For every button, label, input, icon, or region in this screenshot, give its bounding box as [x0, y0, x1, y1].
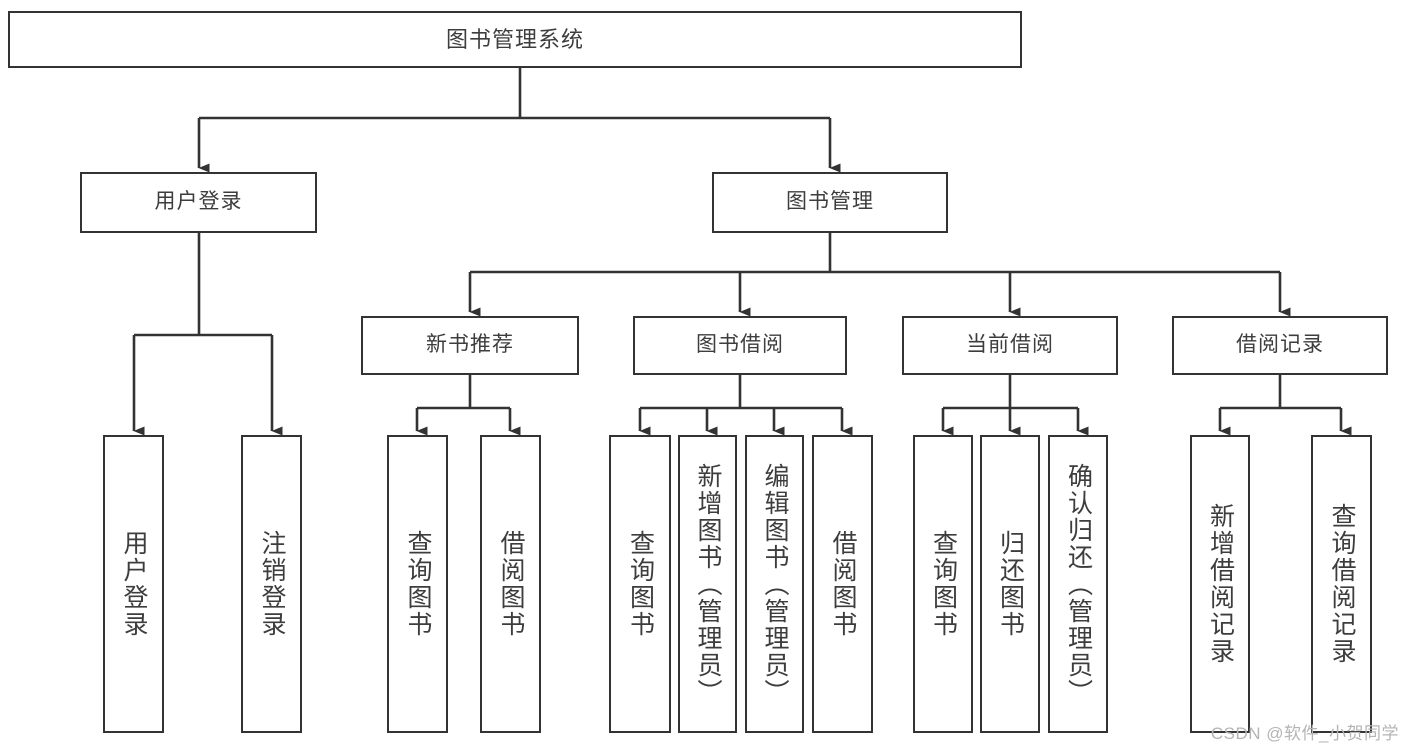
- node-label: 用户登录: [154, 190, 243, 214]
- leaf-label: 新增借阅记录: [1206, 503, 1235, 665]
- leaf-label: 用户登录: [120, 530, 148, 638]
- leaf-label: 借阅图书: [497, 530, 525, 638]
- leaf-label: 查询借阅记录: [1328, 503, 1356, 665]
- leaf-book-borrow-edit[interactable]: 编辑图书（管理员）: [745, 435, 804, 733]
- leaf-label: 查询图书: [404, 530, 432, 638]
- node-new-book-recommend[interactable]: 新书推荐: [361, 316, 579, 375]
- node-root-system[interactable]: 图书管理系统: [8, 11, 1022, 68]
- leaf-current-borrow-return[interactable]: 归还图书: [980, 435, 1040, 733]
- node-label: 借阅记录: [1236, 333, 1324, 357]
- leaf-label: 查询图书: [626, 530, 655, 638]
- leaf-borrow-record-add[interactable]: 新增借阅记录: [1190, 435, 1250, 733]
- leaf-label: 查询图书: [929, 530, 958, 638]
- node-borrow-record[interactable]: 借阅记录: [1172, 316, 1388, 375]
- leaf-label: 新增图书（管理员）: [694, 462, 722, 706]
- leaf-current-borrow-query[interactable]: 查询图书: [913, 435, 973, 733]
- node-current-borrow[interactable]: 当前借阅: [902, 316, 1118, 375]
- leaf-label: 编辑图书（管理员）: [761, 462, 789, 706]
- leaf-label: 注销登录: [258, 530, 286, 638]
- node-user-login[interactable]: 用户登录: [80, 172, 317, 233]
- leaf-current-borrow-confirm-return[interactable]: 确认归还（管理员）: [1048, 435, 1108, 733]
- leaf-user-login-login[interactable]: 用户登录: [103, 435, 164, 733]
- node-label: 图书管理系统: [445, 26, 584, 52]
- leaf-label: 归还图书: [996, 530, 1025, 638]
- leaf-book-borrow-borrow[interactable]: 借阅图书: [812, 435, 873, 733]
- leaf-label: 借阅图书: [829, 530, 857, 638]
- leaf-label: 确认归还（管理员）: [1064, 462, 1093, 706]
- watermark-text: CSDN @软件_小贺同学: [1210, 724, 1399, 743]
- node-book-management[interactable]: 图书管理: [712, 172, 948, 233]
- leaf-user-login-logout[interactable]: 注销登录: [241, 435, 302, 733]
- leaf-book-borrow-query[interactable]: 查询图书: [609, 435, 671, 733]
- node-label: 图书管理: [786, 190, 874, 214]
- leaf-new-book-query[interactable]: 查询图书: [387, 435, 448, 733]
- leaf-new-book-borrow[interactable]: 借阅图书: [480, 435, 541, 733]
- leaf-borrow-record-query[interactable]: 查询借阅记录: [1311, 435, 1372, 733]
- node-label: 当前借阅: [966, 333, 1054, 357]
- node-book-borrow[interactable]: 图书借阅: [633, 316, 847, 375]
- node-label: 图书借阅: [696, 333, 784, 357]
- node-label: 新书推荐: [426, 333, 514, 357]
- leaf-book-borrow-add[interactable]: 新增图书（管理员）: [678, 435, 737, 733]
